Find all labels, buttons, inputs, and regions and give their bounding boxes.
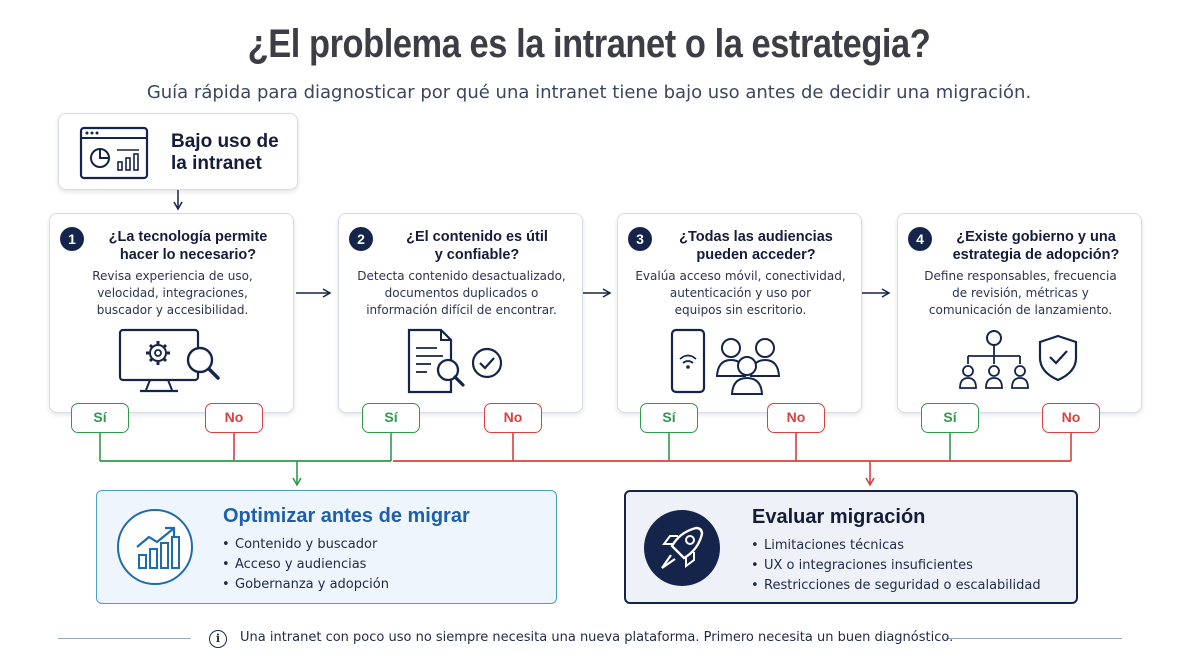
footer-note: Una intranet con poco uso no siempre nec… (240, 630, 954, 645)
question-line: pueden acceder? (696, 247, 816, 263)
step-3-card: 3 ¿Todas las audiencias pueden acceder? … (617, 213, 862, 413)
info-icon: i (209, 630, 227, 648)
rocket-icon (644, 510, 720, 586)
dashboard-window-icon (79, 126, 149, 180)
page-subtitle: Guía rápida para diagnosticar por qué un… (146, 82, 1032, 103)
list-item: Restricciones de seguridad o escalabilid… (750, 576, 1041, 596)
step-4-no-badge: No (1042, 403, 1100, 433)
start-label-line2: la intranet (171, 153, 262, 174)
step-2-card: 2 ¿El contenido es útil y confiable? Det… (338, 213, 583, 413)
description-line: comunicación de lanzamiento. (928, 303, 1113, 317)
phone-people-icon (670, 328, 781, 395)
footer-divider-right (946, 638, 1122, 639)
step-number: 3 (628, 227, 652, 251)
migrate-title: Evaluar migración (752, 506, 926, 528)
step-description: Revisa experiencia de uso, velocidad, in… (54, 268, 291, 319)
monitor-gear-search-icon (118, 328, 220, 393)
step-description: Evalúa acceso móvil, conectividad, auten… (622, 268, 859, 319)
description-line: documentos duplicados o (384, 286, 539, 300)
list-item: Acceso y audiencias (221, 555, 389, 575)
list-item: UX o integraciones insuficientes (750, 556, 1041, 576)
step-1-no-badge: No (205, 403, 263, 433)
optimize-title: Optimizar antes de migrar (223, 505, 470, 527)
description-line: información difícil de encontrar. (366, 303, 557, 317)
start-box: Bajo uso de la intranet (58, 113, 298, 190)
step-1-card: 1 ¿La tecnología permite hacer lo necesa… (49, 213, 294, 413)
step-3-no-badge: No (767, 403, 825, 433)
optimize-list: Contenido y buscador Acceso y audiencias… (221, 535, 389, 595)
step-2-yes-badge: Sí (362, 403, 420, 433)
question-line: ¿Existe gobierno y una (956, 229, 1116, 245)
description-line: de revisión, métricas y (952, 286, 1089, 300)
no-collector (233, 433, 1072, 487)
step-question: ¿La tecnología permite hacer lo necesari… (88, 228, 288, 264)
step-description: Define responsables, frecuencia de revis… (902, 268, 1139, 319)
step-number: 4 (908, 227, 932, 251)
description-line: Revisa experiencia de uso, (92, 269, 253, 283)
yes-collector (99, 433, 951, 487)
step-number: 1 (60, 227, 84, 251)
description-line: autenticación y uso por (669, 286, 812, 300)
list-item: Gobernanza y adopción (221, 575, 389, 595)
step-question: ¿Todas las audiencias pueden acceder? (656, 228, 856, 264)
list-item: Contenido y buscador (221, 535, 389, 555)
question-line: estrategia de adopción? (952, 247, 1120, 263)
step-2-no-badge: No (484, 403, 542, 433)
description-line: Define responsables, frecuencia (924, 269, 1117, 283)
migrate-outcome-card: Evaluar migración Limitaciones técnicas … (624, 490, 1078, 604)
question-line: ¿La tecnología permite (108, 229, 268, 245)
footer-divider-left (58, 638, 191, 639)
optimize-outcome-card: Optimizar antes de migrar Contenido y bu… (96, 490, 557, 604)
migrate-list: Limitaciones técnicas UX o integraciones… (750, 536, 1041, 596)
question-line: y confiable? (434, 247, 520, 263)
question-line: hacer lo necesario? (119, 247, 257, 263)
description-line: velocidad, integraciones, (97, 286, 248, 300)
step-4-card: 4 ¿Existe gobierno y una estrategia de a… (897, 213, 1142, 413)
description-line: Evalúa acceso móvil, conectividad, (635, 269, 846, 283)
start-label: Bajo uso de la intranet (171, 131, 279, 175)
page-title: ¿El problema es la intranet o la estrate… (247, 22, 931, 66)
start-label-line1: Bajo uso de (171, 131, 279, 152)
step-number: 2 (349, 227, 373, 251)
question-line: ¿El contenido es útil (406, 229, 548, 245)
org-chart-shield-icon (959, 330, 1078, 389)
description-line: buscador y accesibilidad. (96, 303, 249, 317)
step-1-yes-badge: Sí (71, 403, 129, 433)
description-line: Detecta contenido desactualizado, (357, 269, 566, 283)
question-line: ¿Todas las audiencias (679, 229, 833, 245)
document-check-icon (407, 328, 503, 394)
step-question: ¿El contenido es útil y confiable? (377, 228, 577, 264)
description-line: equipos sin escritorio. (674, 303, 807, 317)
step-description: Detecta contenido desactualizado, docume… (343, 268, 580, 319)
growth-chart-icon (117, 509, 193, 585)
step-4-yes-badge: Sí (921, 403, 979, 433)
list-item: Limitaciones técnicas (750, 536, 1041, 556)
step-3-yes-badge: Sí (640, 403, 698, 433)
step-question: ¿Existe gobierno y una estrategia de ado… (936, 228, 1136, 264)
